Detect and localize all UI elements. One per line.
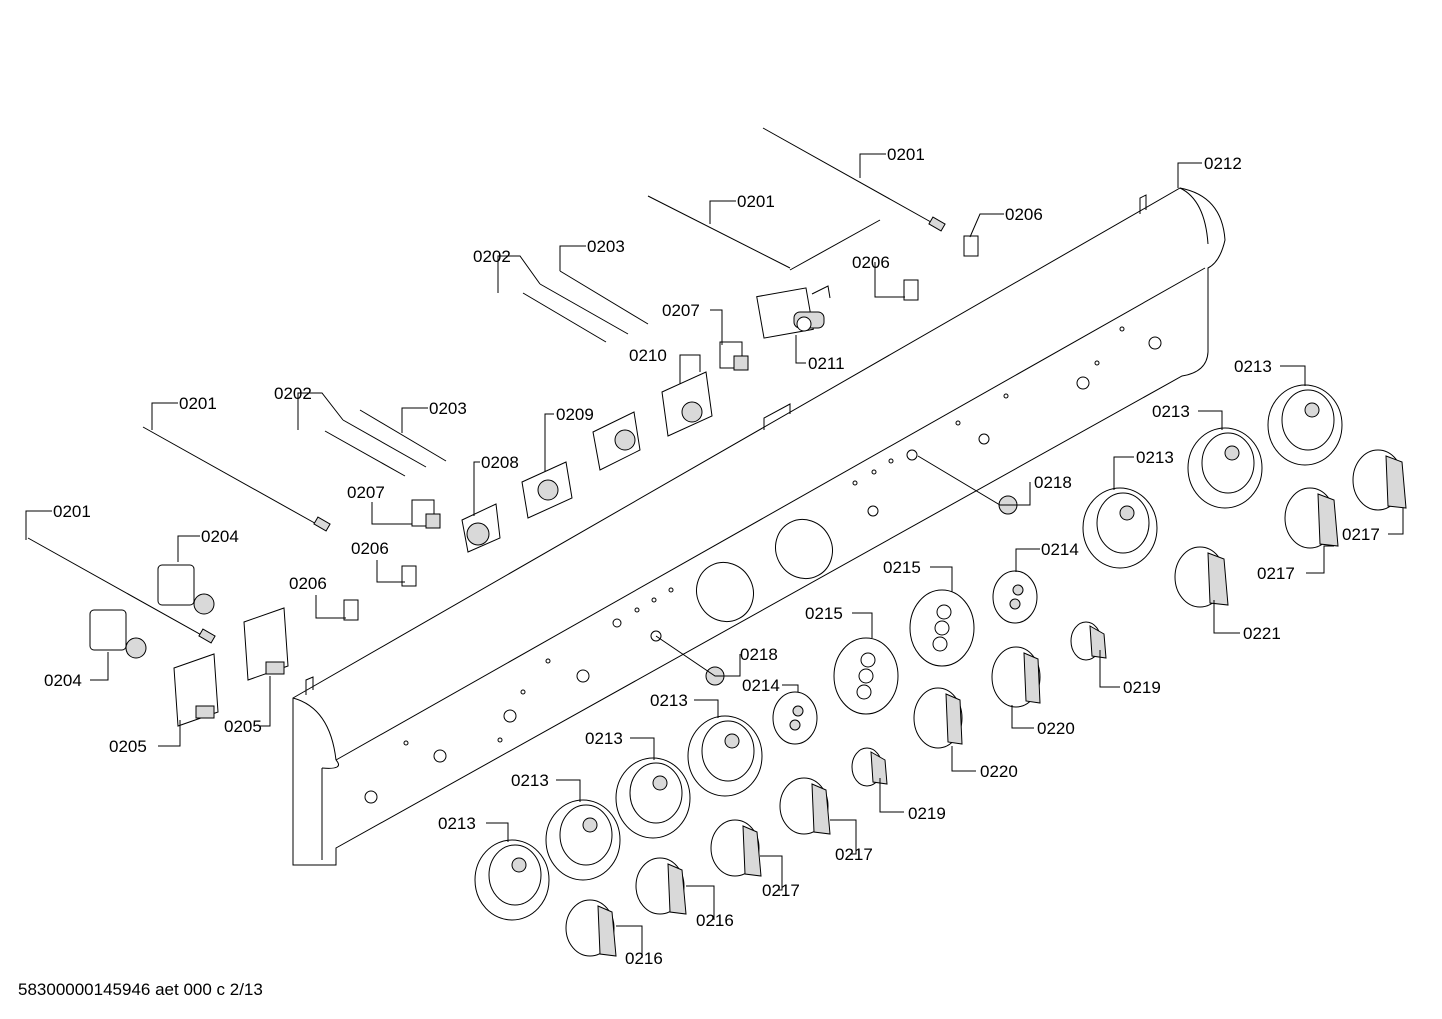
rod-probes — [27, 127, 946, 644]
callout-0217-b: 0217 — [1257, 564, 1295, 583]
callout-0201-c: 0201 — [179, 394, 217, 413]
callout-0213-d: 0213 — [650, 691, 688, 710]
callout-0206-a: 0206 — [1005, 205, 1043, 224]
callout-0215-a: 0215 — [883, 558, 921, 577]
toggle-switch-0207-lower — [411, 499, 441, 529]
selector-board-0210 — [661, 371, 713, 437]
callout-0214-a: 0214 — [1041, 540, 1079, 559]
callout-0201-a: 0201 — [887, 145, 925, 164]
callout-0206-c: 0206 — [351, 539, 389, 558]
boards-0205 — [173, 607, 289, 727]
callout-0207-a: 0207 — [662, 301, 700, 320]
callout-0207-b: 0207 — [347, 483, 385, 502]
callout-0211: 0211 — [808, 354, 845, 373]
callout-0204-b: 0204 — [44, 671, 82, 690]
callout-0202-a: 0202 — [473, 247, 511, 266]
callout-0220-b: 0220 — [980, 762, 1018, 781]
selector-board-0209 — [592, 411, 641, 471]
selector-board-0209b — [521, 461, 573, 519]
document-footer: 58300000145946 aet 000 c 2/13 — [18, 980, 263, 999]
callout-0219-b: 0219 — [908, 804, 946, 823]
callout-0217-a: 0217 — [1342, 525, 1380, 544]
callout-0205-a: 0205 — [224, 717, 262, 736]
callout-0218-a: 0218 — [1034, 473, 1072, 492]
callout-0213-b: 0213 — [1152, 402, 1190, 421]
callout-0220-a: 0220 — [1037, 719, 1075, 738]
callout-labels: 0201 0201 0201 0201 0202 0202 0203 0203 … — [44, 145, 1380, 968]
callout-0213-f: 0213 — [511, 771, 549, 790]
callout-0216-b: 0216 — [625, 949, 663, 968]
callout-0202-b: 0202 — [274, 384, 312, 403]
callout-0213-c: 0213 — [1136, 448, 1174, 467]
callout-0201-d: 0201 — [53, 502, 91, 521]
callout-0206-d: 0206 — [289, 574, 327, 593]
callout-0218-b: 0218 — [740, 645, 778, 664]
callout-0201-b: 0201 — [737, 192, 775, 211]
callout-0205-b: 0205 — [109, 737, 147, 756]
callout-0213-e: 0213 — [585, 729, 623, 748]
control-panel — [292, 187, 1226, 866]
thermostat-0211 — [756, 285, 831, 339]
callout-0217-d: 0217 — [762, 881, 800, 900]
callout-0206-b: 0206 — [852, 253, 890, 272]
callout-0215-b: 0215 — [805, 604, 843, 623]
leader-lines — [25, 153, 1404, 958]
callout-0208: 0208 — [481, 453, 519, 472]
microswitches-0206 — [343, 235, 979, 621]
callout-0203-b: 0203 — [429, 399, 467, 418]
selector-board-0208 — [461, 503, 501, 553]
callout-0217-c: 0217 — [835, 845, 873, 864]
valves-0204 — [89, 564, 215, 659]
knob-bezels — [474, 384, 1343, 921]
callout-0213-g: 0213 — [438, 814, 476, 833]
callout-0212: 0212 — [1204, 154, 1242, 173]
callout-0221: 0221 — [1243, 624, 1281, 643]
callout-0214-b: 0214 — [742, 676, 780, 695]
callout-0209: 0209 — [556, 405, 594, 424]
callout-0219-a: 0219 — [1123, 678, 1161, 697]
callout-0216-a: 0216 — [696, 911, 734, 930]
callout-0204-a: 0204 — [201, 527, 239, 546]
toggle-switch-0207-upper — [719, 341, 749, 371]
knobs — [565, 449, 1407, 957]
callout-0203-a: 0203 — [587, 237, 625, 256]
callout-0213-a: 0213 — [1234, 357, 1272, 376]
callout-0210: 0210 — [629, 346, 667, 365]
